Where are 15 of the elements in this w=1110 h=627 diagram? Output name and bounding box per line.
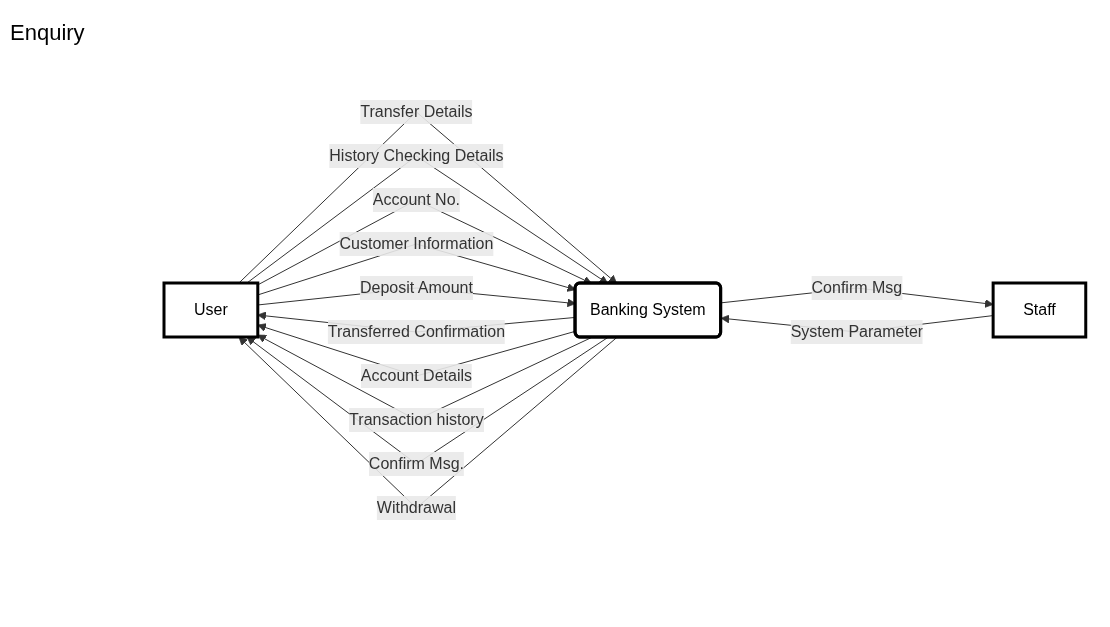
edge-label: Transaction history <box>349 411 484 428</box>
edge-label: Confirm Msg <box>811 279 903 296</box>
edge-label: Customer Information <box>339 235 494 252</box>
edge-label: Transferred Confirmation <box>327 323 506 340</box>
edge-label: Deposit Amount <box>360 279 474 296</box>
edge-label: Account No. <box>372 191 461 208</box>
node-box: User <box>162 281 260 339</box>
edge-label: Account Details <box>360 367 473 384</box>
node-box: Staff <box>991 281 1088 339</box>
edge-label: History Checking Details <box>329 147 504 164</box>
edge-label: Transfer Details <box>360 103 473 120</box>
edge-label: Confirm Msg. <box>368 455 465 472</box>
edge-label: Withdrawal <box>376 499 457 516</box>
edge-label: System Parameter <box>790 323 924 340</box>
section-label: Enquiry <box>10 20 86 46</box>
